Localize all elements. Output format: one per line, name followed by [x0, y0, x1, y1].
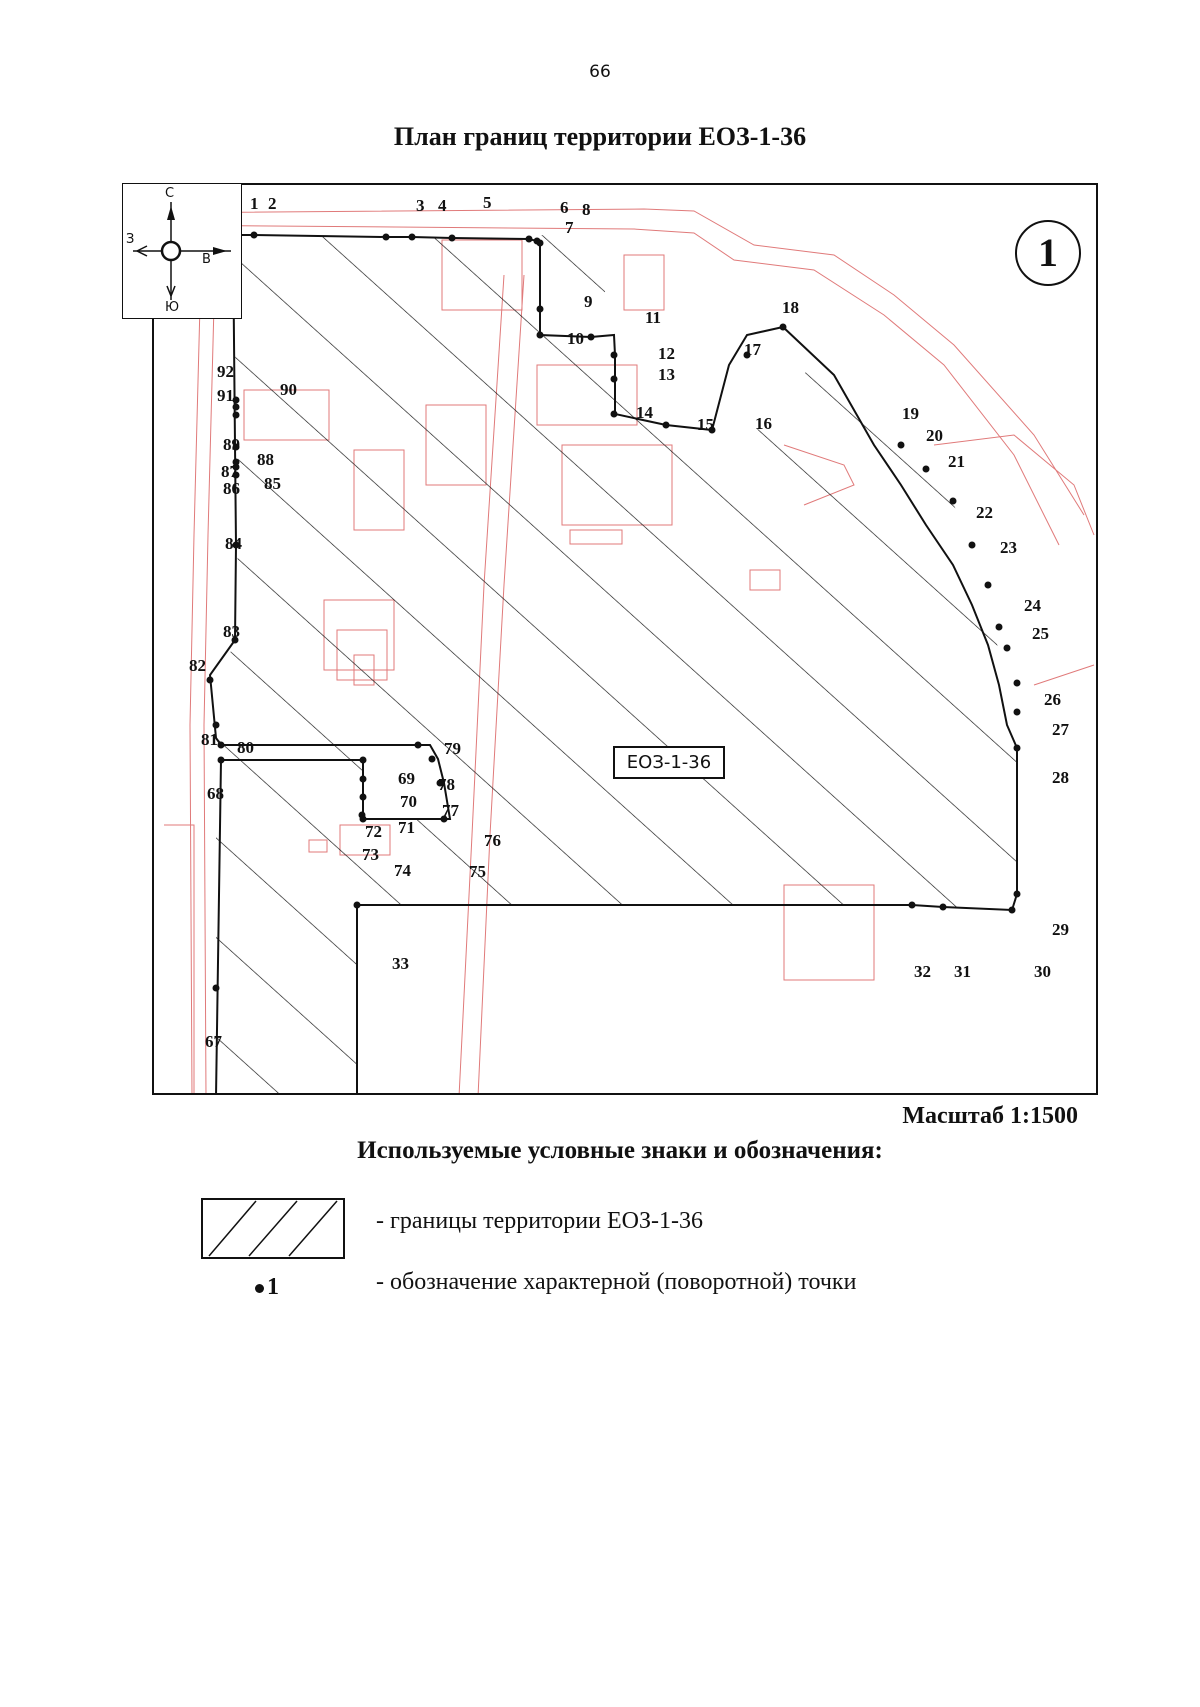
point-label-77: 77 — [442, 801, 459, 820]
point-label-22: 22 — [976, 503, 993, 522]
point-label-32: 32 — [914, 962, 931, 981]
point-label-10: 10 — [567, 329, 584, 348]
zone-boundary-west[interactable] — [208, 234, 452, 1095]
point-label-70: 70 — [400, 792, 417, 811]
point-label-88: 88 — [257, 450, 274, 469]
map-canvas[interactable] — [154, 185, 1098, 1095]
legend-item-boundary-text: - границы территории ЕОЗ-1-36 — [376, 1208, 703, 1234]
point-label-30: 30 — [1034, 962, 1051, 981]
point-label-78: 78 — [438, 775, 455, 794]
legend-point-number: 1 — [267, 1274, 279, 1300]
legend-hatch-swatch — [201, 1198, 345, 1259]
point-label-13: 13 — [658, 365, 675, 384]
point-label-25: 25 — [1032, 624, 1049, 643]
point-label-29: 29 — [1052, 920, 1069, 939]
point-label-11: 11 — [645, 308, 662, 327]
compass-rose: С В Ю З — [122, 183, 242, 319]
point-label-82: 82 — [189, 656, 206, 675]
point-label-69: 69 — [398, 769, 415, 788]
point-label-27: 27 — [1052, 720, 1069, 739]
point-label-89: 89 — [223, 435, 240, 454]
point-label-74: 74 — [394, 861, 411, 880]
point-label-91: 91 — [217, 386, 234, 405]
legend-item-point-text: - обозначение характерной (поворотной) т… — [376, 1269, 857, 1295]
point-label-26: 26 — [1044, 690, 1061, 709]
point-label-4: 4 — [438, 196, 447, 215]
point-label-14: 14 — [636, 403, 653, 422]
point-label-18: 18 — [782, 298, 799, 317]
point-label-71: 71 — [398, 818, 415, 837]
point-label-21: 21 — [948, 452, 965, 471]
point-label-7: 7 — [565, 218, 574, 237]
zone-label: ЕОЗ-1-36 — [613, 746, 725, 779]
point-label-8: 8 — [582, 200, 591, 219]
point-label-85: 85 — [264, 474, 281, 493]
point-label-16: 16 — [755, 414, 772, 433]
compass-south-label: Ю — [165, 300, 180, 315]
point-label-3: 3 — [416, 196, 425, 215]
point-label-33: 33 — [392, 954, 409, 973]
point-label-75: 75 — [469, 862, 486, 881]
point-label-67: 67 — [205, 1032, 222, 1051]
sheet-number-badge: 1 — [1015, 220, 1081, 286]
point-label-9: 9 — [584, 292, 593, 311]
point-label-17: 17 — [744, 340, 761, 359]
point-label-87: 87 — [221, 462, 238, 481]
page-number: 66 — [589, 62, 611, 82]
legend-point-marker: 1 — [255, 1274, 279, 1301]
point-label-79: 79 — [444, 739, 461, 758]
point-label-20: 20 — [926, 426, 943, 445]
point-label-86: 86 — [223, 479, 240, 498]
zone-hatch — [210, 235, 1017, 1093]
point-label-76: 76 — [484, 831, 501, 850]
point-label-90: 90 — [280, 380, 297, 399]
point-label-23: 23 — [1000, 538, 1017, 557]
turning-points — [206, 231, 1021, 992]
point-label-83: 83 — [223, 622, 240, 641]
point-label-19: 19 — [902, 404, 919, 423]
point-label-15: 15 — [697, 415, 714, 434]
point-label-81: 81 — [201, 730, 218, 749]
point-label-68: 68 — [207, 784, 224, 803]
map-frame[interactable]: 1 ЕОЗ-1-36 — [152, 183, 1098, 1095]
legend-title: Используемые условные знаки и обозначени… — [357, 1137, 883, 1164]
compass-north-label: С — [165, 186, 175, 201]
point-label-6: 6 — [560, 198, 569, 217]
point-label-72: 72 — [365, 822, 382, 841]
point-label-28: 28 — [1052, 768, 1069, 787]
point-label-73: 73 — [362, 845, 379, 864]
point-label-84: 84 — [225, 534, 242, 553]
compass-west-label: З — [126, 232, 135, 247]
point-label-92: 92 — [217, 362, 234, 381]
point-label-2: 2 — [268, 194, 277, 213]
point-label-1: 1 — [250, 194, 259, 213]
compass-east-label: В — [202, 252, 211, 267]
page-title: План границ территории ЕОЗ-1-36 — [393, 122, 807, 151]
point-label-24: 24 — [1024, 596, 1041, 615]
map-scale: Масштаб 1:1500 — [902, 1103, 1078, 1129]
point-label-80: 80 — [237, 738, 254, 757]
point-dot-icon — [255, 1283, 264, 1293]
point-label-31: 31 — [954, 962, 971, 981]
point-label-12: 12 — [658, 344, 675, 363]
compass-icon — [133, 202, 231, 300]
point-label-5: 5 — [483, 193, 492, 212]
